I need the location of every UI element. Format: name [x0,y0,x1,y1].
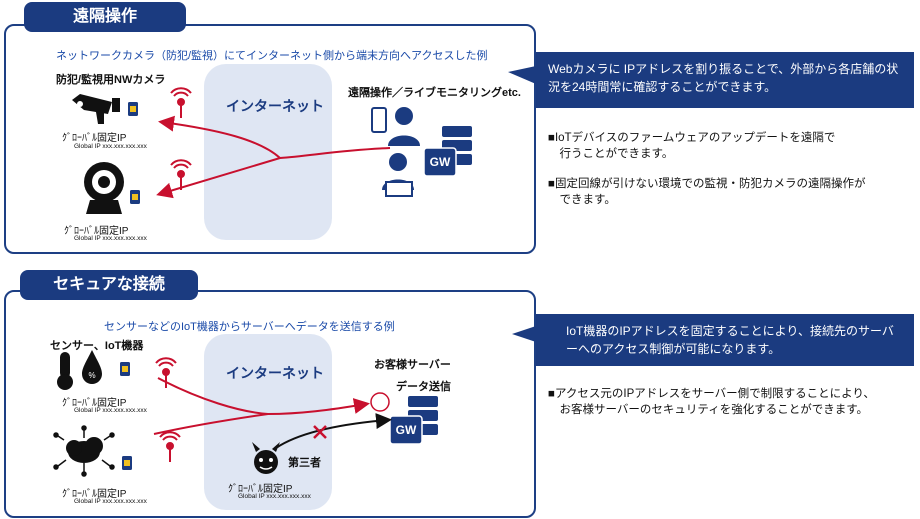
user-laptop-icon [382,153,414,197]
ip-label-camera-1: ｸﾞﾛｰﾊﾞﾙ固定IP [62,133,127,144]
user-icon [388,107,420,146]
smartphone-icon [371,107,387,133]
ip-label-camera-2: ｸﾞﾛｰﾊﾞﾙ固定IP [64,226,129,237]
blocked-cross-icon [313,425,327,439]
ip-address-sensor-1: Global IP xxx.xxx.xxx.xxx [74,407,147,414]
iot-cloud-network-icon [53,425,115,477]
remote-bullet-2: ■固定回線が引けない環境での監視・防犯カメラの遠隔操作が できます。 [548,178,866,206]
humidity-drop-icon: % [82,350,102,384]
gateway-server-icon [423,126,472,177]
data-send-label: データ送信 [396,381,451,393]
sensor-title: センサー、IoT機器 [50,340,144,352]
internet-cloud-2 [204,334,332,510]
sim-card-icon-3 [120,362,130,376]
ip-address-third-party: Global IP xxx.xxx.xxx.xxx [238,493,311,500]
ip-address-camera-1: Global IP xxx.xxx.xxx.xxx [74,143,147,150]
ip-label-sensor-1: ｸﾞﾛｰﾊﾞﾙ固定IP [62,398,127,409]
remote-operation-subtitle: ネットワークカメラ（防犯/監視）にてインターネット側から端末方向へアクセスした例 [56,50,488,62]
ip-label-third-party: ｸﾞﾛｰﾊﾞﾙ固定IP [228,484,293,495]
thermometer-icon [57,352,73,390]
send-arrow-1 [157,377,370,416]
secure-connection-tab: セキュアな接続 [20,270,198,300]
blocked-access-arrow [275,413,392,449]
bullet-camera-icon [72,94,120,124]
internet-label: インターネット [226,98,324,114]
customer-server-icon [389,396,438,445]
sim-card-icon-2 [130,190,140,204]
access-arrow-2 [156,157,281,199]
antenna-signal-icon-3 [155,357,177,388]
antenna-signal-icon [170,87,192,118]
antenna-signal-icon-4 [159,431,181,462]
gw-label-2: GW [396,423,417,437]
secure-bullet-1: ■アクセス元のIPアドレスをサーバー側で制限することにより、 お客様サーバーのセ… [548,388,875,416]
third-party-label: 第三者 [288,457,321,469]
sim-card-icon-4 [122,456,132,470]
antenna-signal-icon-2 [170,159,192,190]
dome-camera-icon [84,162,124,214]
internet-label-2: インターネット [226,365,324,381]
ip-address-sensor-2: Global IP xxx.xxx.xxx.xxx [74,498,147,505]
remote-callout-pointer [508,66,536,84]
third-party-devil-icon [252,442,280,474]
remote-callout: Webカメラに IPアドレスを割り振ることで、外部から各店舗の状況を24時間常に… [536,52,914,108]
remote-label: 遠隔操作／ライブモニタリングetc. [348,87,521,99]
ip-address-camera-2: Global IP xxx.xxx.xxx.xxx [74,235,147,242]
gw-label: GW [430,155,451,169]
secure-callout: IoT機器のIPアドレスを固定することにより、接続先のサーバーへのアクセス制御が… [536,314,914,366]
ip-label-sensor-2: ｸﾞﾛｰﾊﾞﾙ固定IP [62,489,127,500]
remote-bullet-1: ■IoTデバイスのファームウェアのアップデートを遠隔で 行うことができます。 [548,132,836,160]
remote-operation-tab: 遠隔操作 [24,2,186,32]
server-title: お客様サーバー [374,359,451,371]
access-arrow-1 [158,115,391,160]
svg-text:%: % [88,371,95,380]
internet-cloud [204,64,332,240]
send-arrow-2 [153,413,269,435]
secure-callout-pointer [512,326,536,342]
secure-connection-subtitle: センサーなどのIoT機器からサーバーへデータを送信する例 [104,321,395,333]
access-allowed-circle [370,392,390,412]
sim-card-icon [128,102,138,116]
camera-title: 防犯/監視用NWカメラ [56,74,166,86]
